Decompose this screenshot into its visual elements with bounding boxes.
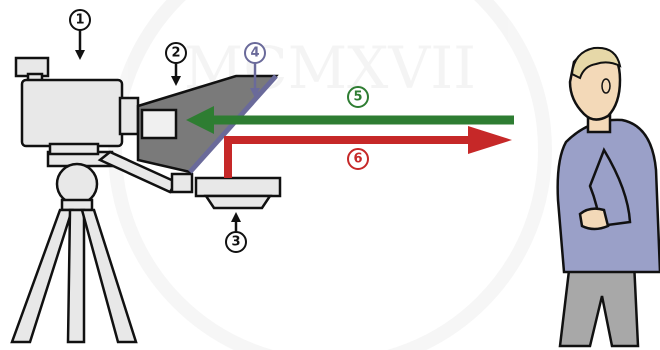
prompter-monitor — [194, 176, 282, 210]
tripod-leg-right — [80, 208, 138, 344]
tripod — [10, 150, 138, 344]
watermark-seal: MCMXVII — [108, 0, 552, 350]
presenter-arm — [588, 147, 632, 228]
camera — [14, 56, 140, 156]
callout-4-pointer-tip — [250, 88, 260, 98]
monitor-housing — [194, 176, 282, 198]
red-arrow-head — [468, 126, 512, 154]
callout-5-label: 5 — [353, 90, 362, 105]
callout-6: 6 — [347, 148, 369, 170]
callout-1-pointer-tip — [75, 50, 85, 60]
callout-3-label: 3 — [231, 235, 240, 250]
callout-4-label: 4 — [250, 46, 259, 61]
tripod-head — [55, 162, 99, 206]
arm-joint — [170, 172, 194, 194]
callout-4: 4 — [244, 42, 266, 98]
teleprompter-arm — [97, 150, 194, 194]
callout-3: 3 — [225, 212, 247, 253]
callout-1-label: 1 — [75, 13, 84, 28]
camera-lens-barrel — [118, 96, 140, 136]
presenter-ear — [601, 78, 611, 94]
camera-body — [20, 78, 124, 148]
red-arrow-shaft — [224, 136, 476, 178]
monitor-base — [203, 194, 273, 210]
green-arrow-head — [186, 106, 214, 134]
hood-lens-port — [140, 108, 178, 140]
callout-2: 2 — [165, 42, 187, 86]
callout-6-label: 6 — [353, 152, 362, 167]
presenter-hair — [570, 46, 622, 80]
tripod-leg-left — [10, 208, 74, 344]
presenter-hand — [578, 207, 610, 231]
camera-view-arrow — [224, 126, 512, 178]
callout-5: 5 — [347, 86, 369, 108]
tripod-leg-center — [66, 208, 86, 344]
callout-6-circle — [347, 148, 369, 170]
callout-2-pointer-tip — [171, 76, 181, 86]
callout-2-label: 2 — [171, 46, 180, 61]
callout-1: 1 — [69, 9, 91, 60]
presenter — [556, 46, 660, 348]
reflected-text-arrow — [186, 106, 514, 134]
callout-5-circle — [347, 86, 369, 108]
camera-base — [48, 142, 100, 156]
callout-3-pointer-tip — [231, 212, 241, 222]
presenter-trousers — [558, 260, 640, 348]
tripod-collar — [60, 198, 94, 212]
